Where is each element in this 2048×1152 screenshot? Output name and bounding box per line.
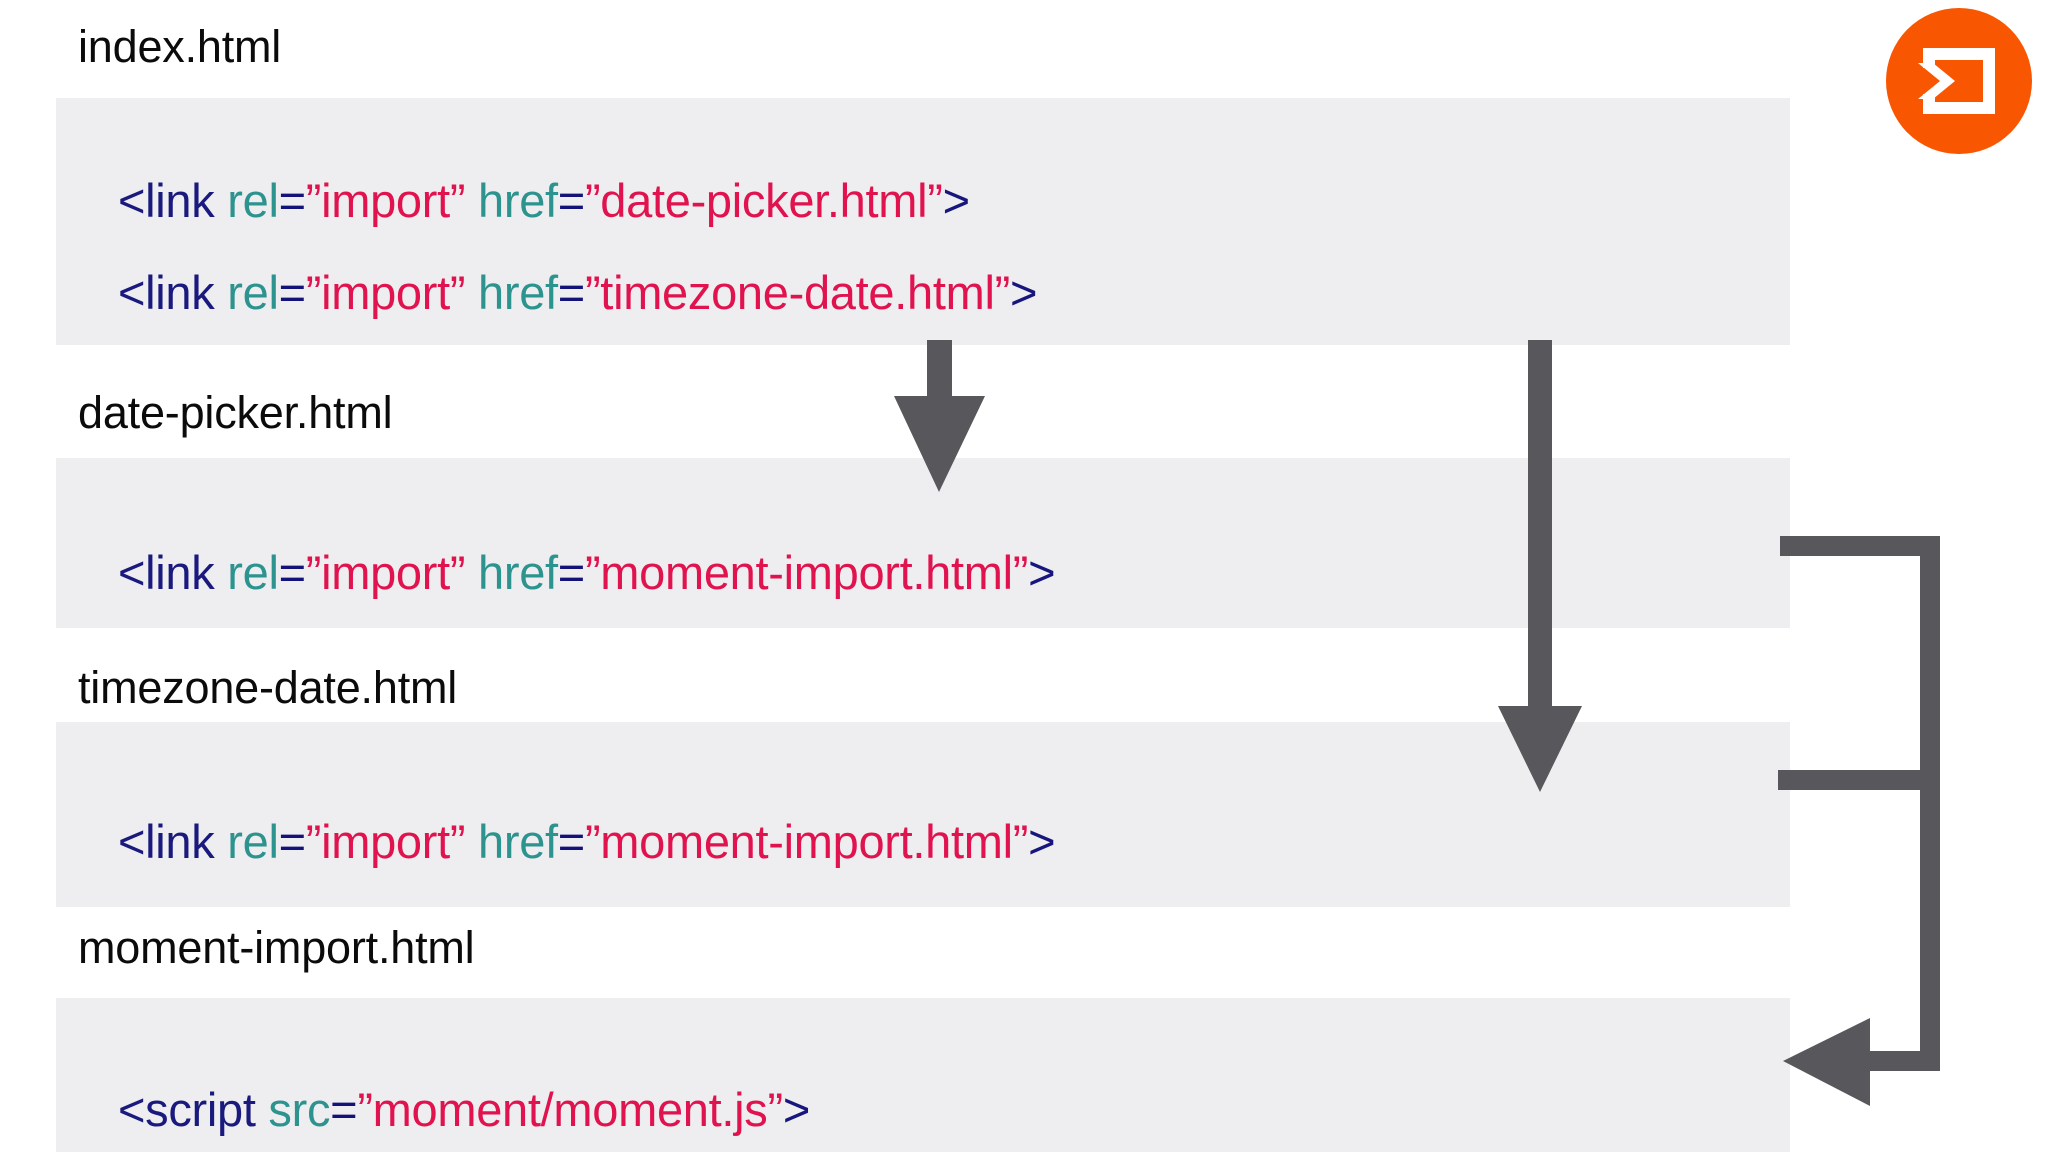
file-label-date-picker-html: date-picker.html: [78, 387, 393, 438]
bracket-vertical-spine: [1920, 536, 1940, 1071]
token-equals: =: [557, 815, 585, 868]
token-equals: =: [278, 815, 306, 868]
code-block-timezone-date-html: <link rel=”import” href=”moment-import.h…: [56, 722, 1790, 907]
token-tag: <link: [118, 266, 215, 319]
file-label-index-html: index.html: [78, 21, 282, 72]
file-label-timezone-date-html: timezone-date.html: [78, 662, 458, 713]
token-tag: <link: [118, 174, 215, 227]
logo-disc: [1886, 8, 2032, 154]
code-line-index-0: <link rel=”import” href=”date-picker.htm…: [118, 177, 970, 224]
token-equals: =: [330, 1083, 358, 1136]
code-line-moment-import-0: <script src=”moment/moment.js”>: [118, 1086, 810, 1133]
token-attribute: href: [478, 266, 558, 319]
token-tag: <script: [118, 1083, 256, 1136]
token-equals: =: [557, 266, 585, 319]
logo-glyph-icon: [1918, 48, 1995, 114]
down-arrow-shape: [894, 340, 985, 492]
left-arrow-head: [1783, 1018, 1870, 1106]
token-equals: =: [557, 546, 585, 599]
token-equals: =: [278, 546, 306, 599]
token-bracket: >: [1009, 266, 1038, 319]
token-attribute: rel: [227, 174, 279, 227]
long-down-arrow-shape: [1498, 340, 1582, 792]
token-tag: <link: [118, 546, 215, 599]
token-string: ”moment-import.html”: [584, 815, 1029, 868]
token-attribute: src: [268, 1083, 331, 1136]
code-block-moment-import-html: <script src=”moment/moment.js”>: [56, 998, 1790, 1152]
token-attribute: href: [478, 546, 558, 599]
token-string: ”import”: [305, 174, 466, 227]
token-equals: =: [278, 174, 306, 227]
code-line-index-1: <link rel=”import” href=”timezone-date.h…: [118, 269, 1037, 316]
code-line-date-picker-0: <link rel=”import” href=”moment-import.h…: [118, 546, 1056, 599]
file-label-moment-import-html: moment-import.html: [78, 922, 475, 973]
arrow-index-to-date-picker-icon: [894, 340, 985, 492]
token-string: ”moment/moment.js”: [357, 1083, 783, 1136]
token-string: ”date-picker.html”: [584, 174, 943, 227]
token-string: ”import”: [305, 546, 466, 599]
bracket-top-arm: [1780, 536, 1940, 556]
token-attribute: rel: [227, 815, 279, 868]
logo-chevron-icon: [1918, 63, 1955, 99]
code-block-index-html: <link rel=”import” href=”date-picker.htm…: [56, 98, 1790, 345]
token-bracket: >: [1028, 546, 1056, 599]
token-string: ”import”: [305, 815, 466, 868]
arrow-index-to-timezone-date-icon: [1498, 340, 1582, 792]
token-equals: =: [278, 266, 306, 319]
token-equals: =: [557, 174, 585, 227]
token-bracket: >: [942, 174, 970, 227]
token-attribute: rel: [227, 546, 279, 599]
token-attribute: rel: [227, 266, 279, 319]
code-block-date-picker-html: <link rel=”import” href=”moment-import.h…: [56, 458, 1790, 628]
logo-square-shape: [1923, 48, 1995, 114]
code-line-timezone-date-0: <link rel=”import” href=”moment-import.h…: [118, 815, 1056, 868]
token-attribute: href: [478, 174, 558, 227]
bracket-middle-arm: [1778, 770, 1940, 790]
token-string: ”timezone-date.html”: [584, 266, 1010, 319]
token-string: ”moment-import.html”: [584, 546, 1029, 599]
bracket-imports-to-moment-import-icon: [1778, 536, 1940, 1106]
bracket-bottom-arm: [1867, 1051, 1940, 1071]
import-arrow-logo: [1886, 8, 2032, 154]
token-bracket: >: [1028, 815, 1056, 868]
token-bracket: >: [782, 1083, 811, 1136]
token-tag: <link: [118, 815, 215, 868]
token-attribute: href: [478, 815, 558, 868]
token-string: ”import”: [305, 266, 466, 319]
